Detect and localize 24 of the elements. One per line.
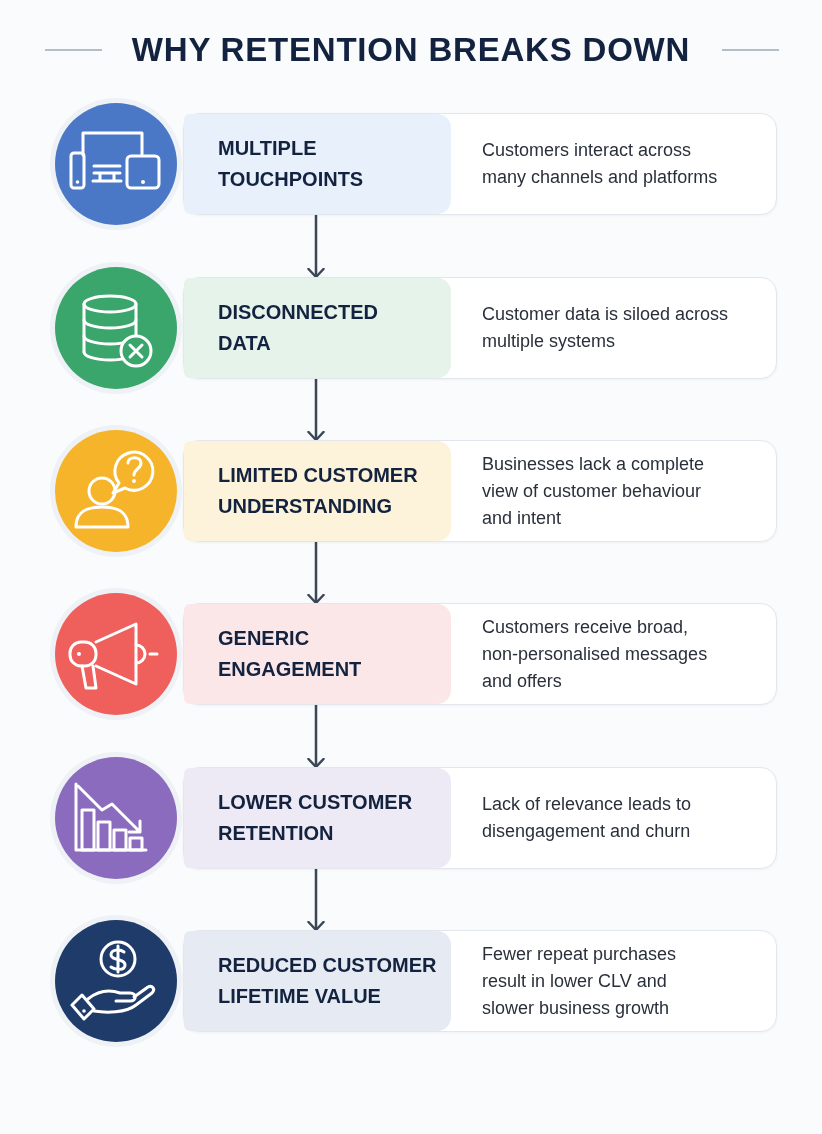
step-title: MULTIPLE TOUCHPOINTS (218, 136, 365, 192)
step-title: DISCONNECTED DATA (218, 300, 379, 356)
step-title: LIMITED CUSTOMER UNDERSTANDING (218, 463, 419, 519)
step-description: Customers interact across many channels and platforms (482, 139, 719, 189)
arrow (307, 867, 325, 932)
arrow (307, 703, 325, 769)
step-description: Customers receive broad, non-personalised messages and offers (482, 615, 709, 693)
step-card (183, 767, 777, 869)
step-title: REDUCED CUSTOMER LIFETIME VALUE (218, 953, 438, 1009)
step-description: Lack of relevance leads to disengagement and churn (482, 793, 693, 843)
arrow (307, 377, 325, 442)
step-card (183, 930, 777, 1032)
step-card (183, 113, 777, 215)
step-description: Businesses lack a complete view of customer behaviour and intent (482, 452, 706, 530)
arrow (307, 213, 325, 279)
step-description: Fewer repeat purchases result in lower CLV and slower business growth (482, 942, 678, 1020)
step-card (183, 603, 777, 705)
step-card (183, 277, 777, 379)
step-card (183, 440, 777, 542)
step-description: Customer data is siloed across multiple systems (482, 303, 730, 353)
step-title: GENERIC ENGAGEMENT (218, 626, 363, 682)
step-title: LOWER CUSTOMER RETENTION (218, 790, 414, 846)
arrow (307, 540, 325, 605)
title: WHY RETENTION BREAKS DOWN (131, 30, 691, 70)
